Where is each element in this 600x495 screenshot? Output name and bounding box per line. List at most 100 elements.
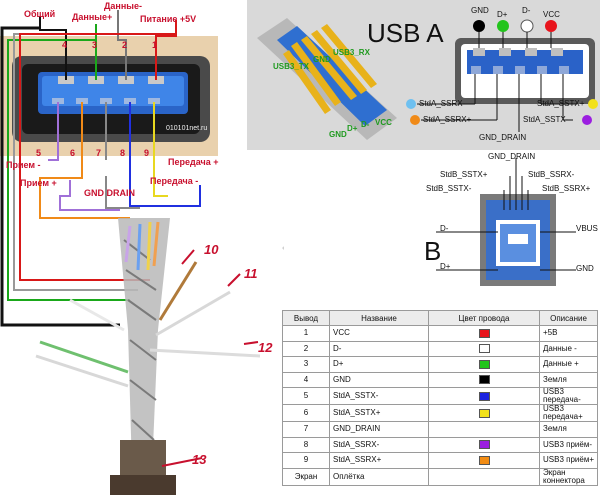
- color-swatch: [478, 440, 490, 450]
- pin-name: StdA_SSRX-: [329, 436, 429, 453]
- label-gnd-drain: GND DRAIN: [84, 188, 135, 198]
- label-tx-plus: Передача +: [168, 157, 219, 167]
- pin-name: Оплётка: [329, 467, 429, 486]
- usb-a-pin-vcc: VCC: [543, 10, 560, 19]
- color-swatch: [478, 328, 490, 338]
- wire-color: [428, 452, 540, 469]
- pin-top-2: 2: [122, 40, 128, 50]
- label-rx-plus: Прием +: [20, 178, 57, 188]
- header-description: Описание: [539, 310, 598, 326]
- plug-label-vcc: VCC: [375, 118, 392, 127]
- pin-name: D-: [329, 340, 429, 357]
- pin-description: USB3 передача-: [539, 387, 598, 405]
- pin-number: 9: [282, 452, 330, 469]
- color-swatch: [478, 408, 490, 418]
- hand-number-12: 12: [258, 340, 273, 355]
- pin-name: StdA_SSRX+: [329, 452, 429, 469]
- color-swatch: [478, 375, 490, 385]
- header-pin: Вывод: [282, 310, 330, 326]
- plug-label-usb3-rx: USB3_RX: [333, 48, 370, 57]
- label-rx-minus: Прием -: [6, 160, 41, 170]
- pin-bottom-6: 6: [70, 148, 76, 158]
- color-swatch: [478, 455, 490, 465]
- pin-description: USB3 приём+: [539, 452, 598, 469]
- usb-b-sstx-plus: StdB_SSTX+: [440, 170, 488, 179]
- usb-a-sstx-minus: StdA_SSTX-: [523, 115, 569, 124]
- pin-number: 7: [282, 421, 330, 438]
- wire-color: [428, 325, 540, 342]
- usb-a-pin-d-minus: D-: [522, 6, 531, 15]
- pin-number: 6: [282, 404, 330, 422]
- pin-bottom-5: 5: [36, 148, 42, 158]
- pin-number: 4: [282, 371, 330, 388]
- wire-color: [428, 421, 540, 438]
- usb-b-gnd: GND: [576, 264, 594, 273]
- wire-color: [428, 404, 540, 422]
- hand-number-10: 10: [204, 242, 219, 257]
- label-power: Питание +5V: [140, 14, 197, 24]
- usb-b-ssrx-plus: StdB_SSRX+: [542, 184, 591, 193]
- left-connector-diagram: Общий Данные+ Данные- Питание +5V 4 3 2 …: [0, 0, 282, 495]
- pin-name: GND: [329, 371, 429, 388]
- pin-number: 5: [282, 387, 330, 405]
- usb-b-d-plus: D+: [440, 262, 451, 271]
- pin-name: D+: [329, 356, 429, 373]
- wire-color: [428, 387, 540, 405]
- usb-a-title: USB A: [367, 18, 444, 48]
- pin-description: Экран коннектора: [539, 467, 598, 486]
- label-common: Общий: [24, 9, 56, 19]
- wire-color: [428, 371, 540, 388]
- pin-bottom-8: 8: [120, 148, 126, 158]
- pin-number: 1: [282, 325, 330, 342]
- pin-number: Экран: [282, 467, 330, 486]
- wire-color: [428, 436, 540, 453]
- pin-bottom-7: 7: [96, 148, 102, 158]
- label-data-minus: Данные-: [104, 1, 142, 11]
- wire-color: [428, 340, 540, 357]
- pin-name: VCC: [329, 325, 429, 342]
- header-color: Цвет провода: [428, 310, 540, 326]
- plug-label-d-minus: D-: [361, 120, 370, 129]
- pin-description: Данные +: [539, 356, 598, 373]
- usb-a-sstx-plus: StdA_SSTX+: [537, 99, 585, 108]
- pin-description: USB3 приём-: [539, 436, 598, 453]
- pin-description: +5В: [539, 325, 598, 342]
- usb-b-panel: GND_DRAIN StdB_SSTX+ StdB_SSTX- StdB_SSR…: [284, 150, 600, 295]
- usb-b-gnd-drain: GND_DRAIN: [488, 152, 536, 161]
- color-swatch: [478, 344, 490, 354]
- usb-a-panel: USB A USB3_TX GND USB3_RX GND D+ D- VCC …: [247, 0, 600, 150]
- usb-a-pin-d-plus: D+: [497, 10, 508, 19]
- usb-b-sstx-minus: StdB_SSTX-: [426, 184, 472, 193]
- pin-description: Данные -: [539, 340, 598, 357]
- label-data-plus: Данные+: [72, 12, 113, 22]
- plug-label-gnd-1: GND: [313, 55, 331, 64]
- color-swatch: [478, 391, 490, 401]
- pin-description: Земля: [539, 421, 598, 438]
- pin-table-header: Вывод Название Цвет провода Описание: [282, 310, 598, 326]
- pin-top-3: 3: [92, 40, 98, 50]
- usb-b-ssrx-minus: StdB_SSRX-: [528, 170, 575, 179]
- plug-label-usb3-tx: USB3_TX: [273, 62, 310, 71]
- usb-a-gnd-drain: GND_DRAIN: [479, 133, 527, 142]
- watermark: 010101net.ru: [166, 125, 208, 132]
- pin-top-4: 4: [62, 40, 68, 50]
- wire-color: [428, 467, 540, 486]
- plug-label-d-plus: D+: [347, 124, 358, 133]
- pin-bottom-9: 9: [144, 148, 150, 158]
- usb-b-vbus: VBUS: [576, 224, 598, 233]
- plug-label-gnd-2: GND: [329, 130, 347, 139]
- pin-number: 3: [282, 356, 330, 373]
- pin-number: 8: [282, 436, 330, 453]
- hand-number-13: 13: [192, 452, 207, 467]
